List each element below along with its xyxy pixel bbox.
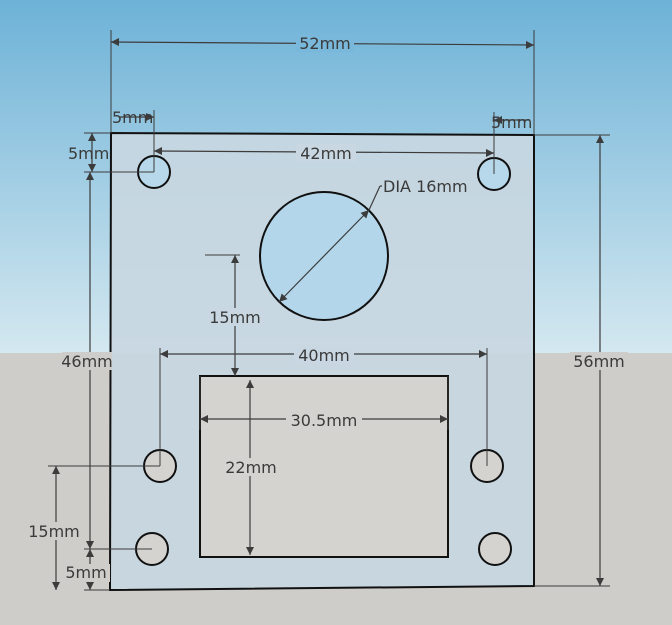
label-hole-to-window: 15mm bbox=[209, 308, 261, 327]
label-left-height: 46mm bbox=[61, 352, 113, 371]
label-hole-offset-top-y: 5mm bbox=[68, 144, 109, 163]
label-lower-hole-spacing-y: 15mm bbox=[28, 522, 80, 541]
label-window-width: 30.5mm bbox=[291, 411, 358, 430]
label-hole-offset-left-x: 5mm bbox=[112, 108, 153, 127]
label-hole-offset-bottom-y: 5mm bbox=[65, 563, 106, 582]
label-overall-height: 56mm bbox=[573, 352, 625, 371]
label-big-hole-diameter: DIA 16mm bbox=[383, 177, 468, 196]
mount-hole-bottom-right[interactable] bbox=[478, 532, 512, 566]
label-window-height: 22mm bbox=[225, 458, 277, 477]
label-top-hole-spacing: 42mm bbox=[300, 144, 352, 163]
label-overall-width: 52mm bbox=[299, 34, 351, 53]
label-lower-hole-spacing: 40mm bbox=[298, 346, 350, 365]
label-hole-offset-right-x: 5mm bbox=[491, 113, 532, 132]
dimension-labels: 52mm 5mm 5mm 5mm 42mm DIA 16mm 15mm 40mm… bbox=[28, 34, 628, 582]
